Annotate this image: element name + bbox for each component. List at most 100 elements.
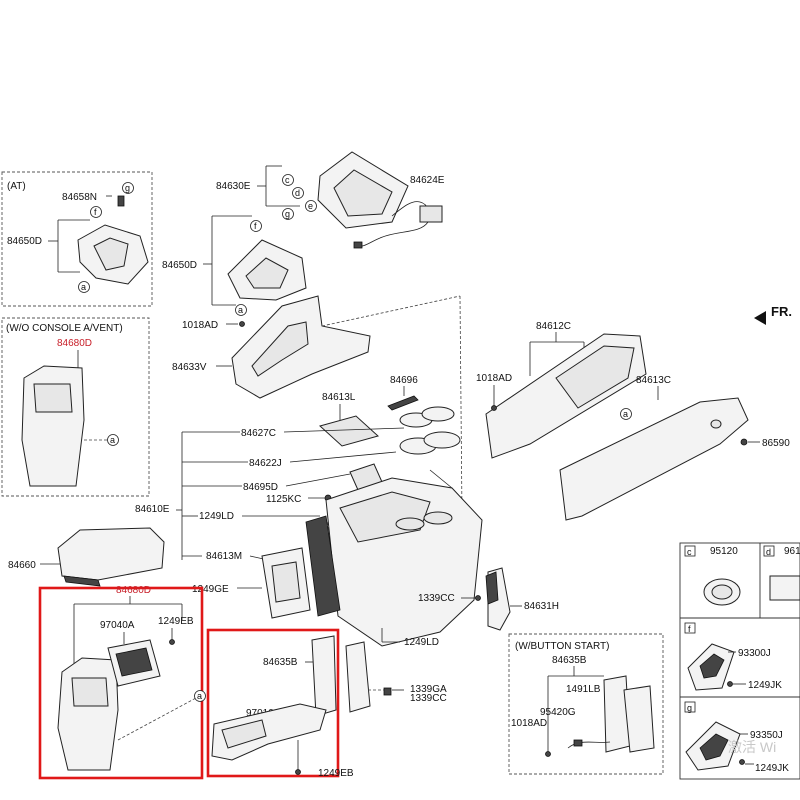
switch-93350J-face <box>699 733 729 761</box>
rear-cover-recess <box>71 677 109 707</box>
usb-jack <box>419 205 443 223</box>
callout-84627C: 84627C <box>241 428 276 439</box>
side-panel-right-hole <box>710 419 722 429</box>
screw-1018AD-right <box>491 405 497 411</box>
circle-g-at-label: g <box>125 183 130 193</box>
rear-duct-inlet <box>221 719 267 749</box>
callout-84650D: 84650D <box>162 260 197 271</box>
cup-ring-4 <box>423 431 461 449</box>
connector-button-start <box>573 739 583 747</box>
callout-1018AD-inset: 1018AD <box>511 718 547 729</box>
inset-button-start: (W/BUTTON START) 84635B 1491LB 95420G 10… <box>508 633 664 775</box>
callout-84650D-inset: 84650D <box>7 236 42 247</box>
screw-button-start <box>545 751 551 757</box>
inset-button-start-title: (W/BUTTON START) <box>515 641 609 652</box>
callout-84658N: 84658N <box>62 192 97 203</box>
watermark: 激活 Wi <box>728 739 776 755</box>
power-outlet-inner <box>711 584 733 600</box>
table-cell-g-part: 93350J <box>750 730 783 741</box>
side-bracket-inner <box>271 561 301 603</box>
inset-wo-console-border <box>1 317 150 497</box>
table-cell-c-part: 95120 <box>710 546 738 557</box>
cup-ring-2 <box>421 406 455 422</box>
bracket-button-start-2 <box>623 685 655 753</box>
table-cell-c-letter-box <box>684 545 696 557</box>
callout-84635B: 84635B <box>263 657 298 668</box>
upper-garnish-cutout <box>251 321 309 377</box>
callout-84613M: 84613M <box>206 551 242 562</box>
circle-a-wo-label: a <box>110 435 115 445</box>
rear-cover <box>57 657 119 771</box>
callout-84610E: 84610E <box>135 504 170 515</box>
table-cell-f-part2: 1249JK <box>748 680 782 691</box>
highlight-rear-cover: 84680D 97040A 1249EB a <box>38 585 206 780</box>
screw-f <box>727 681 733 687</box>
callout-1018AD: 1018AD <box>182 320 218 331</box>
nut-1339GA <box>383 687 392 696</box>
console-frame-rib <box>305 515 341 617</box>
callout-1249GE: 1249GE <box>192 584 229 595</box>
inset-wo-console-title: (W/O CONSOLE A/VENT) <box>6 323 123 334</box>
table-cell-c-letter: c <box>687 547 692 557</box>
lower-center-group: 1339CC 84631H 1249LD 1339GA 1339CC <box>345 567 559 713</box>
callout-84613C: 84613C <box>636 375 671 386</box>
upper-tray-group: 84630E c d e 84624E <box>216 151 445 249</box>
circle-a-highlight <box>194 690 206 702</box>
front-label: FR. <box>771 304 792 319</box>
mid-stack-group: 84613L 84696 84627C 84622J 84695D 1125KC… <box>8 375 483 647</box>
screw-1249EB-lower <box>295 769 301 775</box>
circle-f-main <box>250 220 262 232</box>
callout-84680D: 84680D <box>116 585 151 596</box>
rear-air-vent-grille <box>115 647 153 677</box>
table-cell-g-letter-box <box>684 701 696 713</box>
circle-d-top-label: d <box>295 188 300 198</box>
circle-e-top <box>305 200 317 212</box>
inset-button-start-border <box>508 633 664 775</box>
screw-1018AD <box>239 321 245 327</box>
circle-a-right-label: a <box>623 409 628 419</box>
shift-bezel-opening <box>245 257 289 289</box>
harness-connector <box>353 241 363 249</box>
inset-at-border <box>1 171 153 307</box>
table-cell-f-letter-box <box>684 622 696 634</box>
console-cup-1 <box>395 517 425 531</box>
usb-module-icon <box>769 575 800 601</box>
clip-86590 <box>740 438 748 446</box>
parts-table-border <box>679 542 800 780</box>
inset-at: (AT) 84658N 84650D g f a <box>1 171 153 307</box>
callout-84612C: 84612C <box>536 321 571 332</box>
highlight-box-1 <box>38 586 204 780</box>
inset-at-title: (AT) <box>7 181 26 192</box>
side-panel-left-mesh <box>555 345 635 409</box>
armrest-lid <box>57 527 165 581</box>
rear-duct <box>211 703 327 761</box>
bracket-lower <box>345 641 371 713</box>
circle-d-top <box>292 187 304 199</box>
clip-84696 <box>387 395 419 411</box>
parts-table: c 95120 d 961 f 93300J 1249JK g 93350J 1… <box>679 542 800 780</box>
upper-tray-inner <box>333 169 393 217</box>
circle-g-at <box>122 182 134 194</box>
upper-console-group: 84650D f g a 1018AD 84633V <box>162 208 463 517</box>
screw-g <box>739 759 745 765</box>
circle-g-main-label: g <box>285 209 290 219</box>
callout-1249EB-lower: 1249EB <box>318 768 354 779</box>
callout-84613L: 84613L <box>322 392 356 403</box>
circle-a-highlight-label: a <box>197 691 202 701</box>
callout-84680D-inset: 84680D <box>57 338 92 349</box>
bracket-84635B <box>311 635 337 717</box>
circle-a-wo <box>107 434 119 446</box>
side-panels-group: 84612C 1018AD 84613C a 86590 FR. <box>476 304 792 521</box>
circle-g-main <box>282 208 294 220</box>
front-arrow-head <box>754 311 766 325</box>
circle-f-at <box>90 206 102 218</box>
rear-cover-inset-recess <box>33 383 73 413</box>
switch-93300J-face <box>699 653 725 679</box>
callout-1249EB: 1249EB <box>158 616 194 627</box>
callout-86590: 86590 <box>762 438 790 449</box>
callout-97040A: 97040A <box>100 620 135 631</box>
bracket-84631H-rib <box>485 571 499 605</box>
clip-at <box>117 195 125 207</box>
callout-84631H: 84631H <box>524 601 559 612</box>
